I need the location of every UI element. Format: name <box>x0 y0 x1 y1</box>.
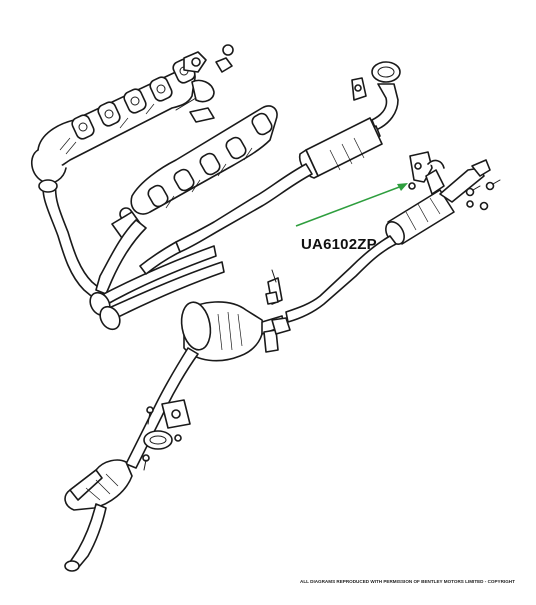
manifold-left <box>31 58 196 184</box>
right-fixings <box>465 179 501 211</box>
main-pipe <box>139 117 383 275</box>
tail-pipe <box>125 347 199 471</box>
upper-right-pipe <box>351 61 401 131</box>
manifold-fixings <box>175 44 234 123</box>
front-pipes <box>38 179 225 331</box>
mounting-bracket <box>408 151 445 195</box>
part-number-label: UA6102ZP <box>301 236 377 253</box>
manifold-right <box>111 105 278 239</box>
callout-arrow <box>295 183 408 227</box>
copyright-notice: ALL DIAGRAMS REPRODUCED WITH PERMISSION … <box>300 579 515 584</box>
rear-silencer <box>180 301 291 362</box>
intermediate-silencer <box>385 159 491 245</box>
tail-box <box>64 459 133 572</box>
